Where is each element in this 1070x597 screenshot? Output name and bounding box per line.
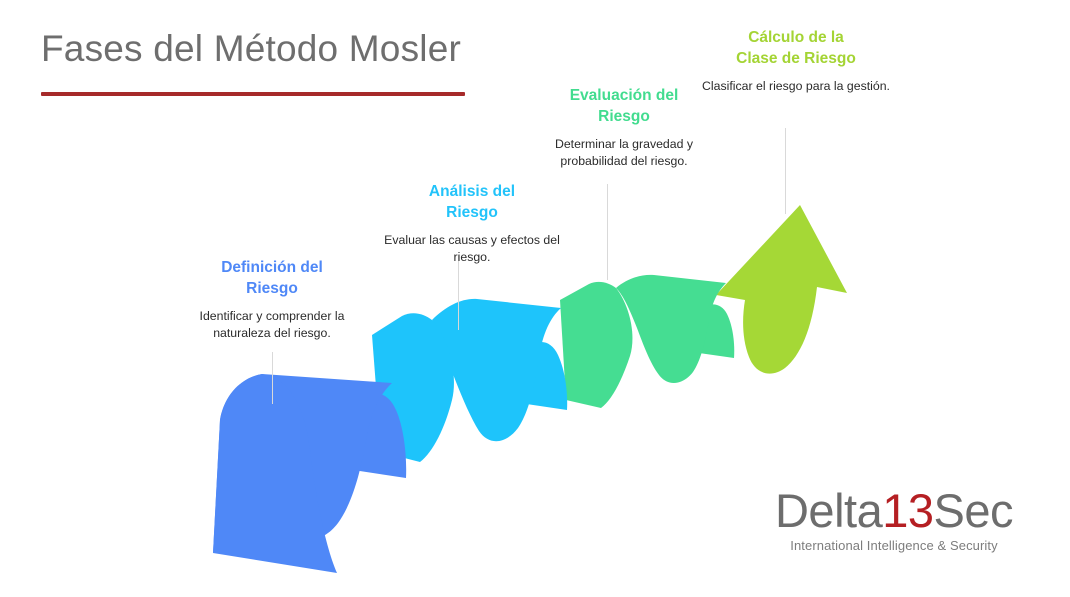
step-3-description: Determinar la gravedad y probabilidad de… bbox=[554, 137, 694, 168]
step-3-title: Evaluación del Riesgo bbox=[569, 87, 679, 125]
connector-line-step-3 bbox=[607, 184, 608, 280]
ribbon-segment-3-evaluacion bbox=[560, 274, 735, 408]
connector-line-step-1 bbox=[272, 352, 273, 404]
page-title: Fases del Método Mosler bbox=[41, 28, 462, 69]
title-underline-rule bbox=[41, 92, 465, 96]
logo-wordmark: Delta13Sec bbox=[770, 487, 1018, 534]
connector-line-step-2 bbox=[458, 255, 459, 330]
title-block: Fases del Método Mosler bbox=[41, 28, 561, 71]
logo-word-delta: Delta bbox=[774, 484, 883, 537]
step-callout-analisis-del-riesgo: Análisis del Riesgo Evaluar las causas y… bbox=[376, 182, 568, 265]
logo-tagline: International Intelligence & Security bbox=[790, 538, 998, 553]
ribbon-panel-green bbox=[616, 274, 726, 383]
step-1-title: Definición del Riesgo bbox=[221, 259, 323, 297]
step-callout-definicion-del-riesgo: Definición del Riesgo Identificar y comp… bbox=[176, 258, 368, 341]
step-2-title: Análisis del Riesgo bbox=[428, 183, 516, 221]
ribbon-body-blue-left bbox=[213, 374, 337, 573]
logo-word-13: 13 bbox=[882, 484, 934, 537]
step-callout-evaluacion-del-riesgo: Evaluación del Riesgo Determinar la grav… bbox=[528, 86, 720, 169]
step-2-description: Evaluar las causas y efectos del riesgo. bbox=[384, 233, 560, 264]
logo-word-sec: Sec bbox=[933, 484, 1014, 537]
ribbon-segment-4-calculo bbox=[716, 205, 847, 374]
ribbon-segment-1-definicion bbox=[213, 374, 407, 573]
step-callout-calculo-clase-de-riesgo: Cálculo de la Clase de Riesgo Clasificar… bbox=[700, 28, 892, 95]
connector-line-step-4 bbox=[785, 128, 786, 214]
ribbon-sweep-green bbox=[560, 281, 633, 408]
ribbon-panel-cyan bbox=[432, 298, 561, 442]
step-4-description: Clasificar el riesgo para la gestión. bbox=[702, 79, 890, 94]
step-1-description: Identificar y comprender la naturaleza d… bbox=[199, 309, 345, 340]
step-4-title: Cálculo de la Clase de Riesgo bbox=[736, 29, 856, 67]
ribbon-arrowhead-lime bbox=[716, 205, 847, 374]
brand-logo: Delta13Sec International Intelligence & … bbox=[770, 487, 1018, 553]
